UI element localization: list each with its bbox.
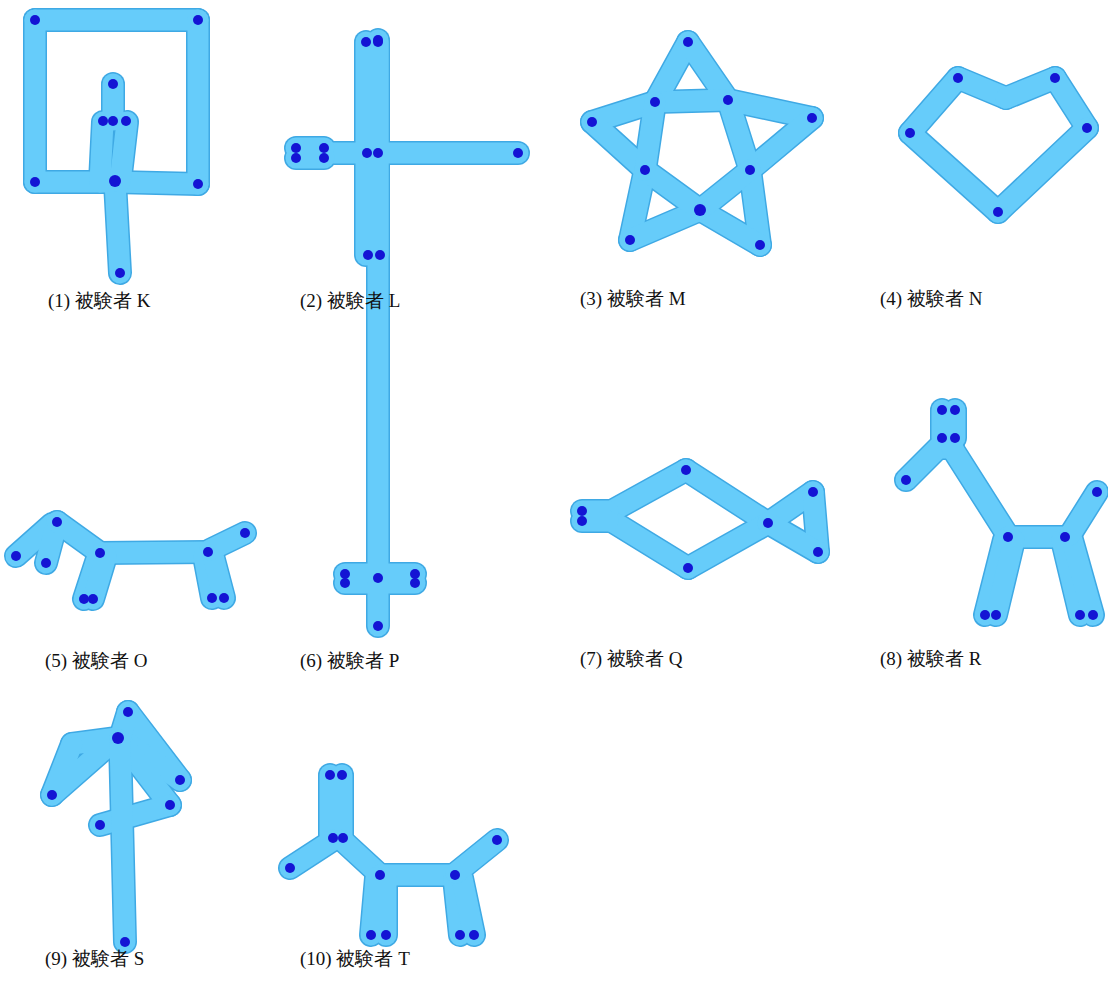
caption-label: (4) 被験者 N — [880, 288, 982, 311]
caption-label: (9) 被験者 S — [45, 948, 144, 971]
balloon-fill — [16, 20, 1097, 942]
caption-label: (2) 被験者 L — [300, 290, 400, 313]
caption-label: (1) 被験者 K — [48, 290, 150, 313]
caption-label: (10) 被験者 T — [300, 948, 410, 971]
balloon-outline — [16, 20, 1097, 942]
caption-label: (3) 被験者 M — [580, 288, 686, 311]
caption-label: (6) 被験者 P — [300, 650, 399, 673]
caption-label: (5) 被験者 O — [45, 650, 147, 673]
caption-label: (8) 被験者 R — [880, 648, 981, 671]
caption-label: (7) 被験者 Q — [580, 648, 682, 671]
joint-dots — [11, 15, 1102, 947]
